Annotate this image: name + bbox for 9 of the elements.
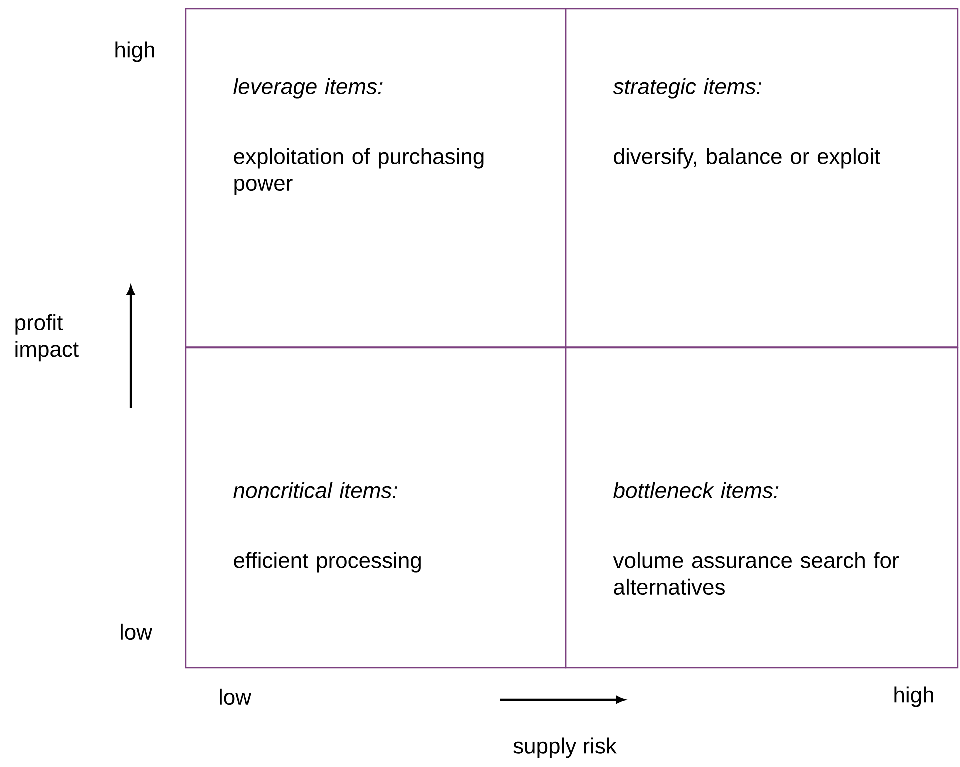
axis-label: low [220,688,252,706]
quadrant-box: bottleneck items: volume assurance search for alternatives [565,347,959,669]
quadrant-box: leverage items: exploitation of purchasing power [185,8,567,348]
quadrant-box: strategic items: diversify, balance or exploit [565,8,959,348]
axis-label: profit impact [16,314,79,362]
axis-label: low [120,624,153,640]
quadrant-box: noncritical items: efficient processing [185,347,567,669]
axis-label: high [116,42,154,62]
axis-label: supply risk [514,738,617,758]
